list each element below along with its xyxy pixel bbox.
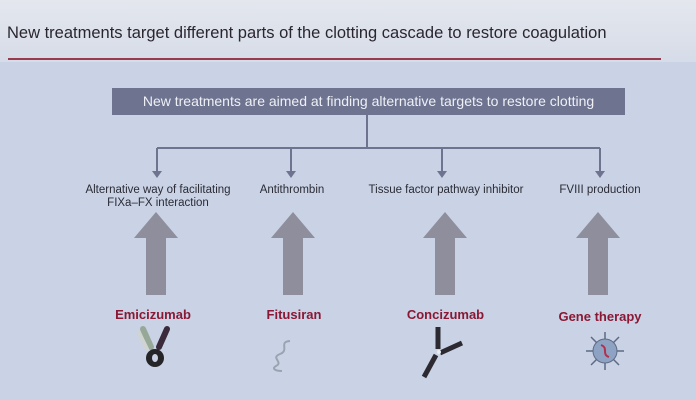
up-arrow-4 bbox=[576, 212, 620, 295]
antibody-icon bbox=[421, 327, 464, 379]
arrowhead-4 bbox=[595, 171, 605, 178]
slide-header bbox=[0, 0, 696, 62]
target-label: FIXa–FX interaction bbox=[107, 197, 209, 209]
sirna-strand-icon bbox=[273, 340, 291, 372]
virus-vector-icon bbox=[586, 332, 624, 370]
up-arrow-2 bbox=[271, 212, 315, 295]
arrowhead-1 bbox=[152, 171, 162, 178]
up-arrow-3 bbox=[423, 212, 467, 295]
target-fviii: FVIII production bbox=[559, 184, 641, 196]
treatment-emicizumab: Emicizumab bbox=[115, 307, 191, 322]
target-label: Alternative way of facilitating bbox=[85, 184, 231, 196]
summary-box: New treatments are aimed at finding alte… bbox=[112, 88, 625, 115]
arrowhead-2 bbox=[286, 171, 296, 178]
up-arrow-1 bbox=[134, 212, 178, 295]
treatment-concizumab: Concizumab bbox=[406, 307, 485, 322]
target-antithrombin: Antithrombin bbox=[259, 184, 325, 196]
treatment-gene-therapy: Gene therapy bbox=[558, 309, 642, 324]
slide-title: New treatments target different parts of… bbox=[7, 24, 607, 42]
arrowhead-3 bbox=[437, 171, 447, 178]
title-divider bbox=[8, 58, 661, 60]
target-fixa-fx: Alternative way of facilitating FIXa–FX … bbox=[78, 184, 238, 210]
bispecific-antibody-icon bbox=[137, 326, 170, 367]
treatment-fitusiran: Fitusiran bbox=[266, 307, 322, 322]
target-tfpi: Tissue factor pathway inhibitor bbox=[368, 184, 524, 196]
